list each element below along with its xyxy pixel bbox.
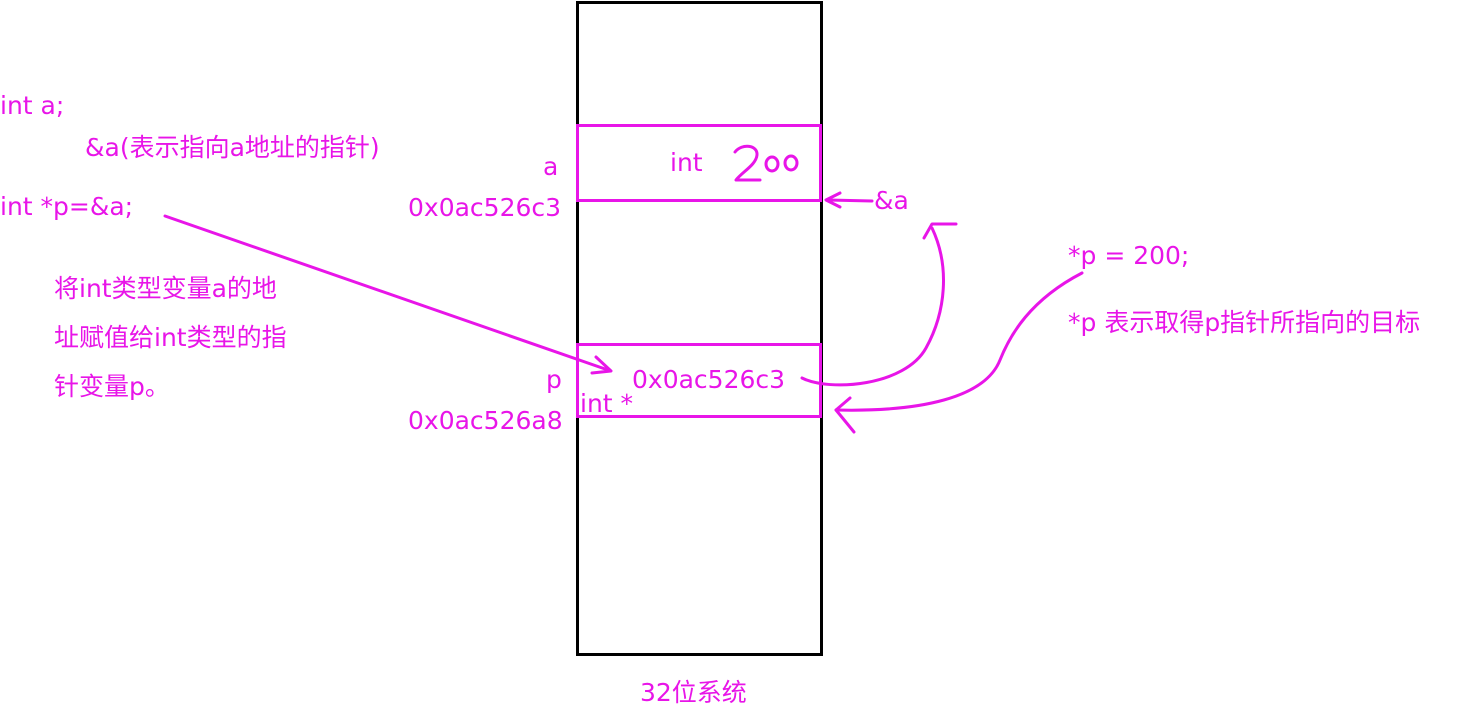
cell-p-label: p — [546, 365, 562, 394]
cell-p-value: 0x0ac526c3 — [632, 365, 786, 394]
cell-p-address: 0x0ac526a8 — [408, 406, 563, 435]
cell-a-address: 0x0ac526c3 — [408, 193, 562, 222]
assign-arrow — [163, 214, 613, 375]
code-line-decl-p: int *p=&a; — [0, 192, 134, 221]
cell-a-type: int — [670, 148, 703, 177]
pointer-curve-arrow — [800, 222, 958, 387]
memory-cell-a — [576, 124, 822, 202]
assign-statement: *p = 200; — [1068, 241, 1190, 270]
memory-caption: 32位系统 — [640, 678, 747, 707]
memory-cell-p — [576, 343, 822, 418]
explain-line-3: 针变量p。 — [54, 372, 170, 401]
cell-p-type: int * — [580, 389, 634, 418]
memory-column — [576, 1, 823, 656]
ref-a-arrow — [824, 191, 874, 209]
explain-line-1: 将int类型变量a的地 — [54, 274, 277, 303]
deref-note: *p 表示取得p指针所指向的目标 — [1068, 308, 1421, 337]
note-ref-a: &a(表示指向a地址的指针) — [85, 133, 380, 162]
explain-line-2: 址赋值给int类型的指 — [54, 323, 287, 352]
cell-a-label: a — [543, 152, 559, 181]
ref-a-label: &a — [874, 186, 909, 215]
handwritten-value-200 — [733, 144, 799, 182]
deref-curve-arrow — [834, 271, 1084, 434]
code-line-decl-a: int a; — [0, 91, 65, 120]
